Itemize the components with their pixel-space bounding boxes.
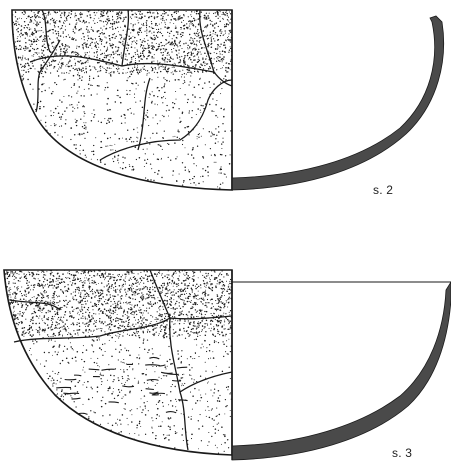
crack-lines — [29, 9, 233, 161]
figure-label-s3: s. 3 — [392, 446, 413, 460]
bowl-outline — [3, 269, 233, 456]
bowl-exterior-stipple — [4, 270, 232, 455]
bowl-profile-section — [231, 15, 445, 191]
bowl-profile-section — [231, 281, 451, 461]
figure-label-s2: s. 2 — [373, 183, 394, 197]
bowl-exterior-stipple — [12, 10, 232, 190]
crack-lines — [9, 269, 233, 451]
bowl-drawing-s3 — [3, 269, 451, 461]
bowl-drawing-s2 — [11, 9, 445, 191]
bowl-outline — [11, 9, 233, 191]
